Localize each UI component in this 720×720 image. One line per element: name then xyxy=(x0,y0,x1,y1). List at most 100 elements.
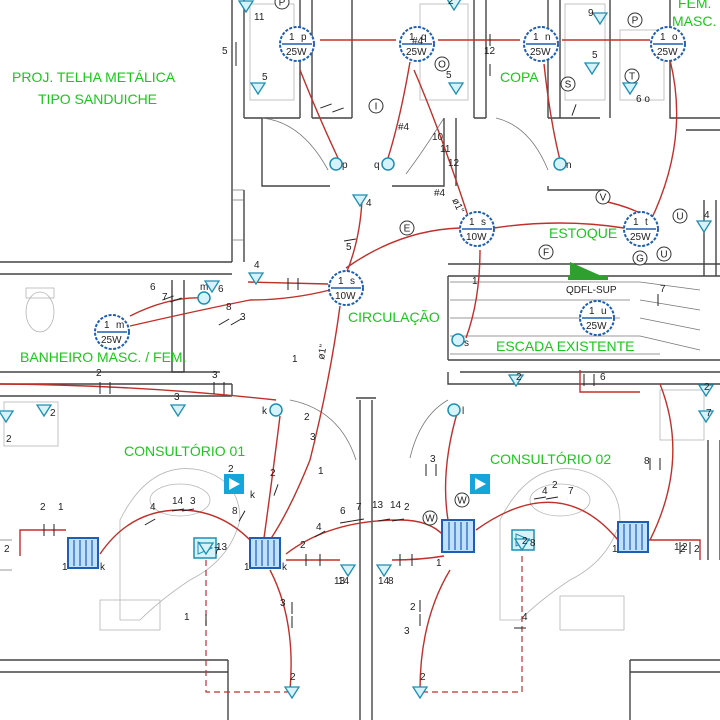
lamp-letter: u xyxy=(601,306,607,317)
circle-tag-letter: U xyxy=(660,250,667,261)
switch: s xyxy=(451,333,469,349)
fixture-number: 7 xyxy=(214,546,220,557)
wire-mark: 3 xyxy=(280,598,286,609)
outlet-number: 8 xyxy=(388,576,394,587)
circle-tag: I xyxy=(368,98,384,114)
wire-run xyxy=(648,539,701,560)
outlet: 2 xyxy=(283,672,301,700)
fluorescent-fixture xyxy=(67,474,649,569)
circle-tag-letter: G xyxy=(636,254,644,265)
wire-tick xyxy=(170,297,182,303)
outlet: 3 xyxy=(169,392,187,418)
wire-mark: 6 xyxy=(340,506,346,517)
counter xyxy=(564,3,606,101)
circle-tag-icon xyxy=(538,244,554,260)
wire-tick xyxy=(344,238,356,242)
toilet xyxy=(25,291,55,333)
wire-tick xyxy=(230,318,242,326)
outlet: 6 xyxy=(203,280,224,295)
circle-tag-letter: W xyxy=(457,496,467,507)
wall xyxy=(0,261,232,275)
fixture-number: 2 xyxy=(694,544,700,555)
circle-tag-letter: U xyxy=(676,212,683,223)
lamp: 1 m 25W xyxy=(94,314,130,350)
lamp: 1 s 10W xyxy=(328,270,364,306)
circle-tag: V xyxy=(595,189,611,205)
wire-tick xyxy=(352,518,364,522)
wire-mark: 10 xyxy=(432,132,444,143)
door-swing xyxy=(409,399,449,459)
wire-run xyxy=(413,69,471,223)
switch-letter: n xyxy=(566,160,572,171)
lamp-circuit: 1 xyxy=(469,217,475,228)
outlet-icon xyxy=(169,404,187,418)
lamp: 1 o 25W xyxy=(650,26,686,62)
fixture-number: 2 xyxy=(4,544,10,555)
switch-letter: k xyxy=(250,490,256,501)
wire-mark: 4 xyxy=(150,502,156,513)
outlet: 5 xyxy=(249,72,268,96)
outlet-icon xyxy=(446,0,462,12)
panel-label: QDFL-SUP xyxy=(566,285,617,296)
wire-run xyxy=(299,69,339,159)
outlet-number: 7 xyxy=(706,408,712,419)
sink xyxy=(659,389,705,441)
wall xyxy=(0,659,228,673)
lamp-circuit: 1 xyxy=(289,32,295,43)
wire-mark: 3 xyxy=(212,370,218,381)
lamp-circuit: 1 xyxy=(589,306,595,317)
outlet: 2 xyxy=(35,404,56,419)
room-label-masc: MASC. xyxy=(672,13,716,29)
wire-mark: 5 xyxy=(346,242,352,253)
switch: n xyxy=(553,157,572,171)
circle-tag-letter: O xyxy=(438,60,446,71)
panel-symbol xyxy=(570,262,606,278)
room-label-proj1: PROJ. TELHA METÁLICA xyxy=(12,69,176,85)
room-label-consultorio2: CONSULTÓRIO 02 xyxy=(490,451,611,467)
wire-tick xyxy=(378,518,390,522)
wall xyxy=(630,659,720,673)
wire-tick xyxy=(182,508,194,512)
wire-run xyxy=(0,383,277,401)
circle-tag: O xyxy=(434,56,450,72)
wall xyxy=(473,0,487,118)
outlet-number: 6 xyxy=(218,284,224,295)
outlet-icon xyxy=(507,374,525,388)
outlet-number: 4 xyxy=(254,260,260,271)
wall xyxy=(703,200,717,276)
switch-letter: q xyxy=(374,160,380,171)
outlet-icon xyxy=(621,82,639,96)
outlet-icon xyxy=(283,686,301,700)
wire-tick xyxy=(172,508,184,512)
wall xyxy=(547,0,561,118)
switches: p q n s m k l k xyxy=(197,157,572,501)
lamp-power: 25W xyxy=(630,232,651,243)
conduit-label: ø1" xyxy=(449,197,466,216)
wire-mark: 6 xyxy=(150,282,156,293)
window xyxy=(232,189,244,241)
lamp: 1 u 25W xyxy=(579,300,615,336)
wire-mark: 7 xyxy=(568,486,574,497)
switch-icon xyxy=(269,403,283,417)
wall xyxy=(460,371,720,385)
switch-icon xyxy=(197,291,211,305)
wire-mark: 2 xyxy=(682,542,688,553)
wire-tick xyxy=(144,518,156,526)
room-label-escada: ESCADA EXISTENTE xyxy=(496,338,634,354)
fixture-icon xyxy=(249,537,281,569)
lamp-circuit: 1 xyxy=(104,320,110,331)
circle-tag-icon xyxy=(422,510,438,526)
wire-mark: 4 xyxy=(316,522,322,533)
wire-dashed xyxy=(420,556,523,693)
outlet-icon xyxy=(695,220,713,234)
wire-run xyxy=(391,555,445,561)
wire-mark: 8 xyxy=(232,506,238,517)
outlet-number: 11 xyxy=(254,12,265,23)
switch: k xyxy=(250,490,256,501)
wire-mark: 2 xyxy=(552,480,558,491)
switch-letter: s xyxy=(464,338,469,349)
outlet-number: 4 xyxy=(704,210,710,221)
outlet: 7 xyxy=(697,408,715,424)
outlet-icon xyxy=(247,272,265,286)
